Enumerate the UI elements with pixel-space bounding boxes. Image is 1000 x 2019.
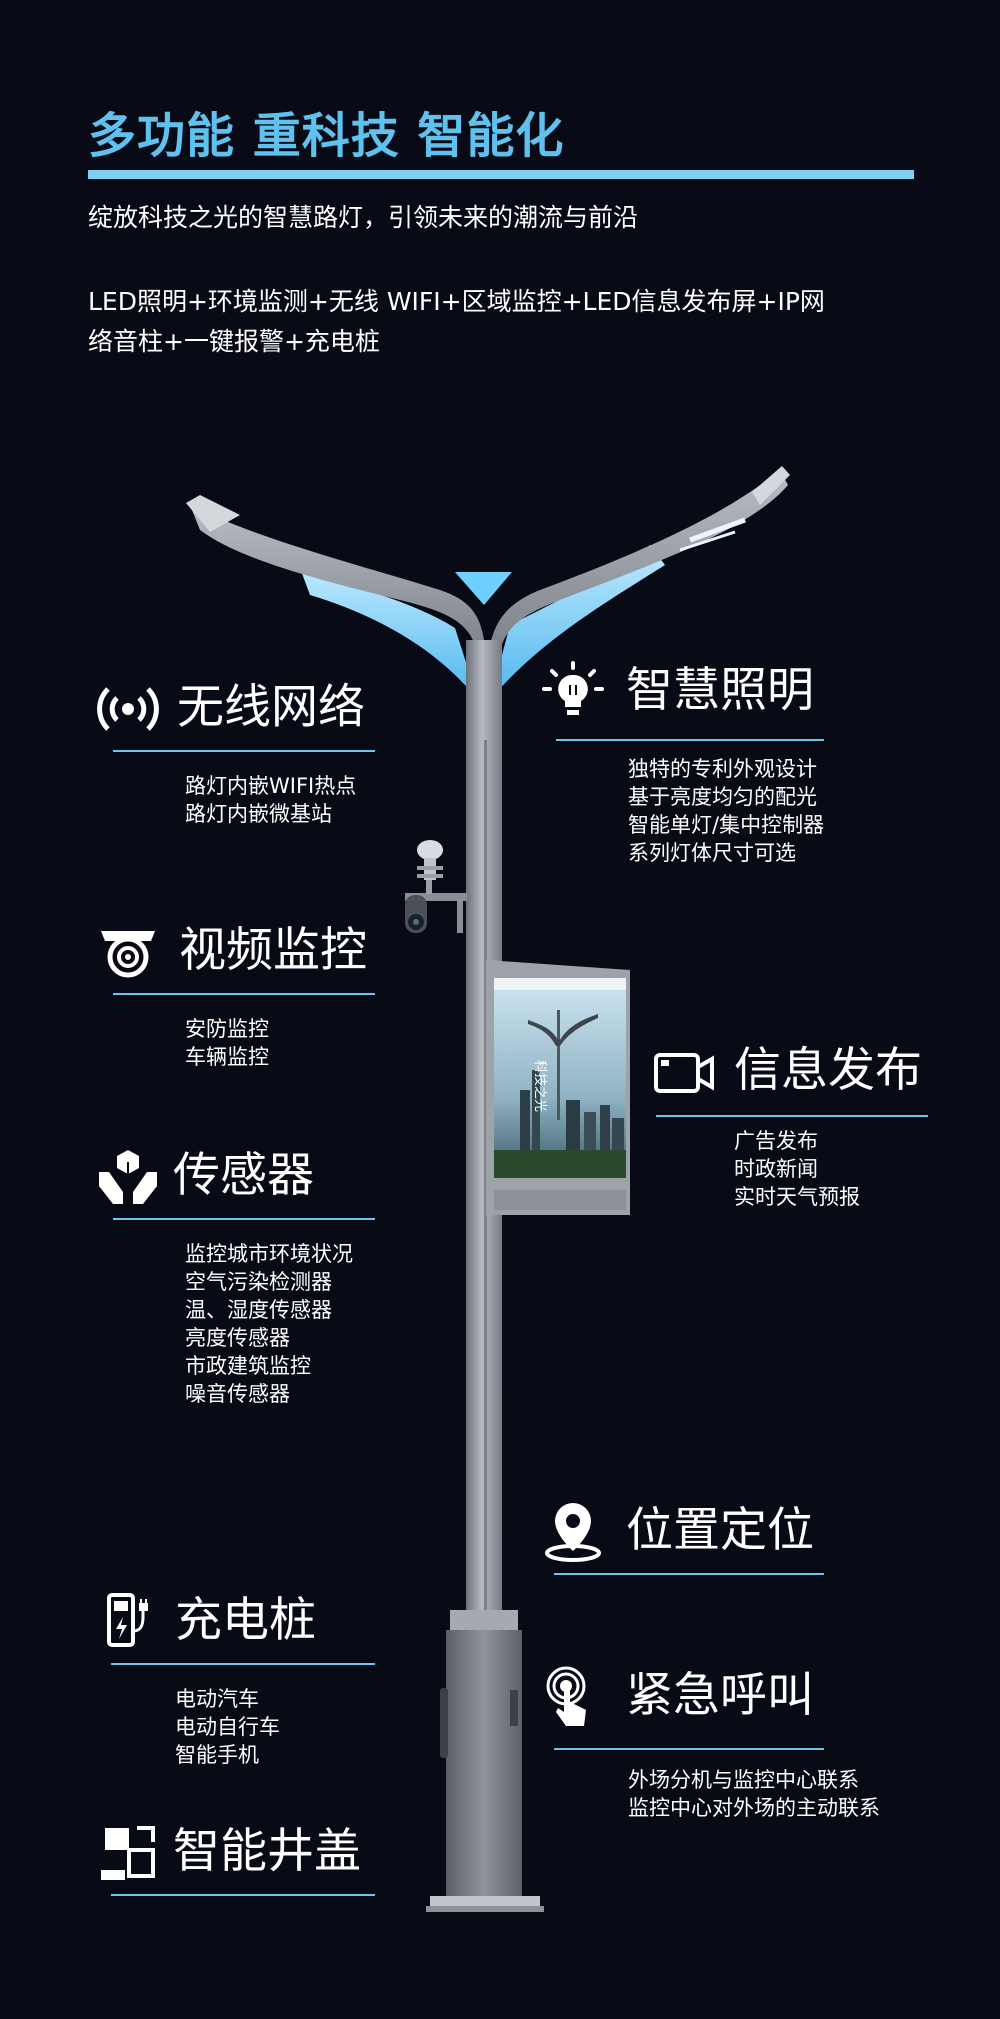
functions-line-2: 络音柱+一键报警+充电桩 [88,327,380,356]
list-item: 监控中心对外场的主动联系 [628,1796,880,1820]
feature-lighting: 智慧照明 独特的专利外观设计 基于亮度均匀的配光 智能单灯/集中控制器 系列灯体… [540,655,880,875]
list-item: 基于亮度均匀的配光 [628,785,817,809]
lamp-glow-left [300,568,478,700]
charging-pile-icon [107,1593,148,1647]
feature-emergency-list: 外场分机与监控中心联系 监控中心对外场的主动联系 [628,1766,880,1822]
list-item: 车辆监控 [185,1045,269,1069]
feature-location-title: 位置定位 [626,1503,814,1558]
feature-video-title: 视频监控 [179,923,367,978]
list-item: 智能手机 [175,1743,259,1767]
list-item: 时政新闻 [734,1157,818,1181]
camera-sensor-mount [405,840,467,933]
screen-poster-text: 科技之光 [532,1060,547,1112]
feature-charging-underline [111,1663,375,1665]
functions-line-1: LED照明+环境监测+无线 WIFI+区域监控+LED信息发布屏+IP网 [88,287,825,316]
led-info-screen: 科技之光 [486,960,630,1215]
feature-info-title: 信息发布 [734,1043,922,1098]
feature-manhole: 智能井盖 [95,1816,415,1906]
list-item: 智能单灯/集中控制器 [628,813,825,837]
list-item: 监控城市环境状况 [185,1242,353,1266]
feature-video: 视频监控 安防监控 车辆监控 [95,915,395,1069]
feature-wireless-title: 无线网络 [177,680,365,735]
list-item: 亮度传感器 [185,1326,290,1350]
list-item: 温、湿度传感器 [185,1298,332,1322]
tagline: 绽放科技之光的智慧路灯，引领未来的潮流与前沿 [88,203,639,232]
location-pin-icon [545,1503,601,1562]
feature-emergency: 紧急呼叫 外场分机与监控中心联系 监控中心对外场的主动联系 [540,1660,920,1830]
feature-sensor: 传感器 监控城市环境状况 空气污染检测器 温、湿度传感器 亮度传感器 市政建筑监… [95,1140,415,1410]
feature-sensor-underline [113,1218,375,1220]
feature-emergency-title: 紧急呼叫 [626,1668,814,1723]
video-screen-icon [654,1053,714,1093]
list-item: 电动自行车 [175,1715,280,1739]
touch-call-icon [546,1666,586,1726]
lamp-base-cabinet [426,1610,544,1912]
feature-wireless-underline [113,750,375,752]
feature-location-underline [554,1573,824,1575]
list-item: 广告发布 [734,1129,818,1153]
feature-charging: 充电桩 电动汽车 电动自行车 智能手机 [95,1585,415,1767]
feature-lighting-list: 独特的专利外观设计 基于亮度均匀的配光 智能单灯/集中控制器 系列灯体尺寸可选 [628,755,824,867]
feature-emergency-underline [554,1748,824,1750]
feature-info-underline [656,1115,928,1117]
sensor-hands-icon [99,1150,157,1204]
feature-video-underline [113,993,375,995]
feature-manhole-underline [111,1894,375,1896]
feature-lighting-title: 智慧照明 [626,663,814,718]
lightbulb-icon [542,661,604,715]
feature-sensor-list: 监控城市环境状况 空气污染检测器 温、湿度传感器 亮度传感器 市政建筑监控 噪音… [185,1240,353,1408]
lamp-arm-left [190,505,484,650]
list-item: 外场分机与监控中心联系 [628,1768,859,1792]
title-underline [88,170,914,179]
wifi-signal-icon [97,687,159,731]
feature-info: 信息发布 广告发布 时政新闻 实时天气预报 [652,1035,982,1235]
lamp-arm-right [490,470,788,650]
list-item: 独特的专利外观设计 [628,757,817,781]
list-item: 空气污染检测器 [185,1270,332,1294]
list-item: 路灯内嵌微基站 [185,802,332,826]
feature-location: 位置定位 [540,1495,860,1585]
feature-wireless-list: 路灯内嵌WIFI热点 路灯内嵌微基站 [185,772,356,828]
list-item: 路灯内嵌WIFI热点 [185,774,357,798]
feature-video-list: 安防监控 车辆监控 [185,1015,269,1071]
camera-icon [101,931,155,978]
feature-sensor-title: 传感器 [173,1148,314,1203]
feature-lighting-underline [556,739,824,741]
list-item: 系列灯体尺寸可选 [628,841,796,865]
feature-info-list: 广告发布 时政新闻 实时天气预报 [734,1127,860,1211]
feature-manhole-title: 智能井盖 [173,1824,361,1879]
feature-charging-title: 充电桩 [175,1593,316,1648]
feature-charging-list: 电动汽车 电动自行车 智能手机 [175,1685,280,1769]
manhole-cover-icon [101,1826,155,1880]
lamp-glow-right [490,545,665,700]
list-item: 安防监控 [185,1017,269,1041]
feature-wireless: 无线网络 路灯内嵌WIFI热点 路灯内嵌微基站 [95,672,395,826]
list-item: 噪音传感器 [185,1382,290,1406]
page-title: 多功能 重科技 智能化 [88,108,565,164]
list-item: 市政建筑监控 [185,1354,311,1378]
list-item: 电动汽车 [175,1687,259,1711]
list-item: 实时天气预报 [734,1185,860,1209]
